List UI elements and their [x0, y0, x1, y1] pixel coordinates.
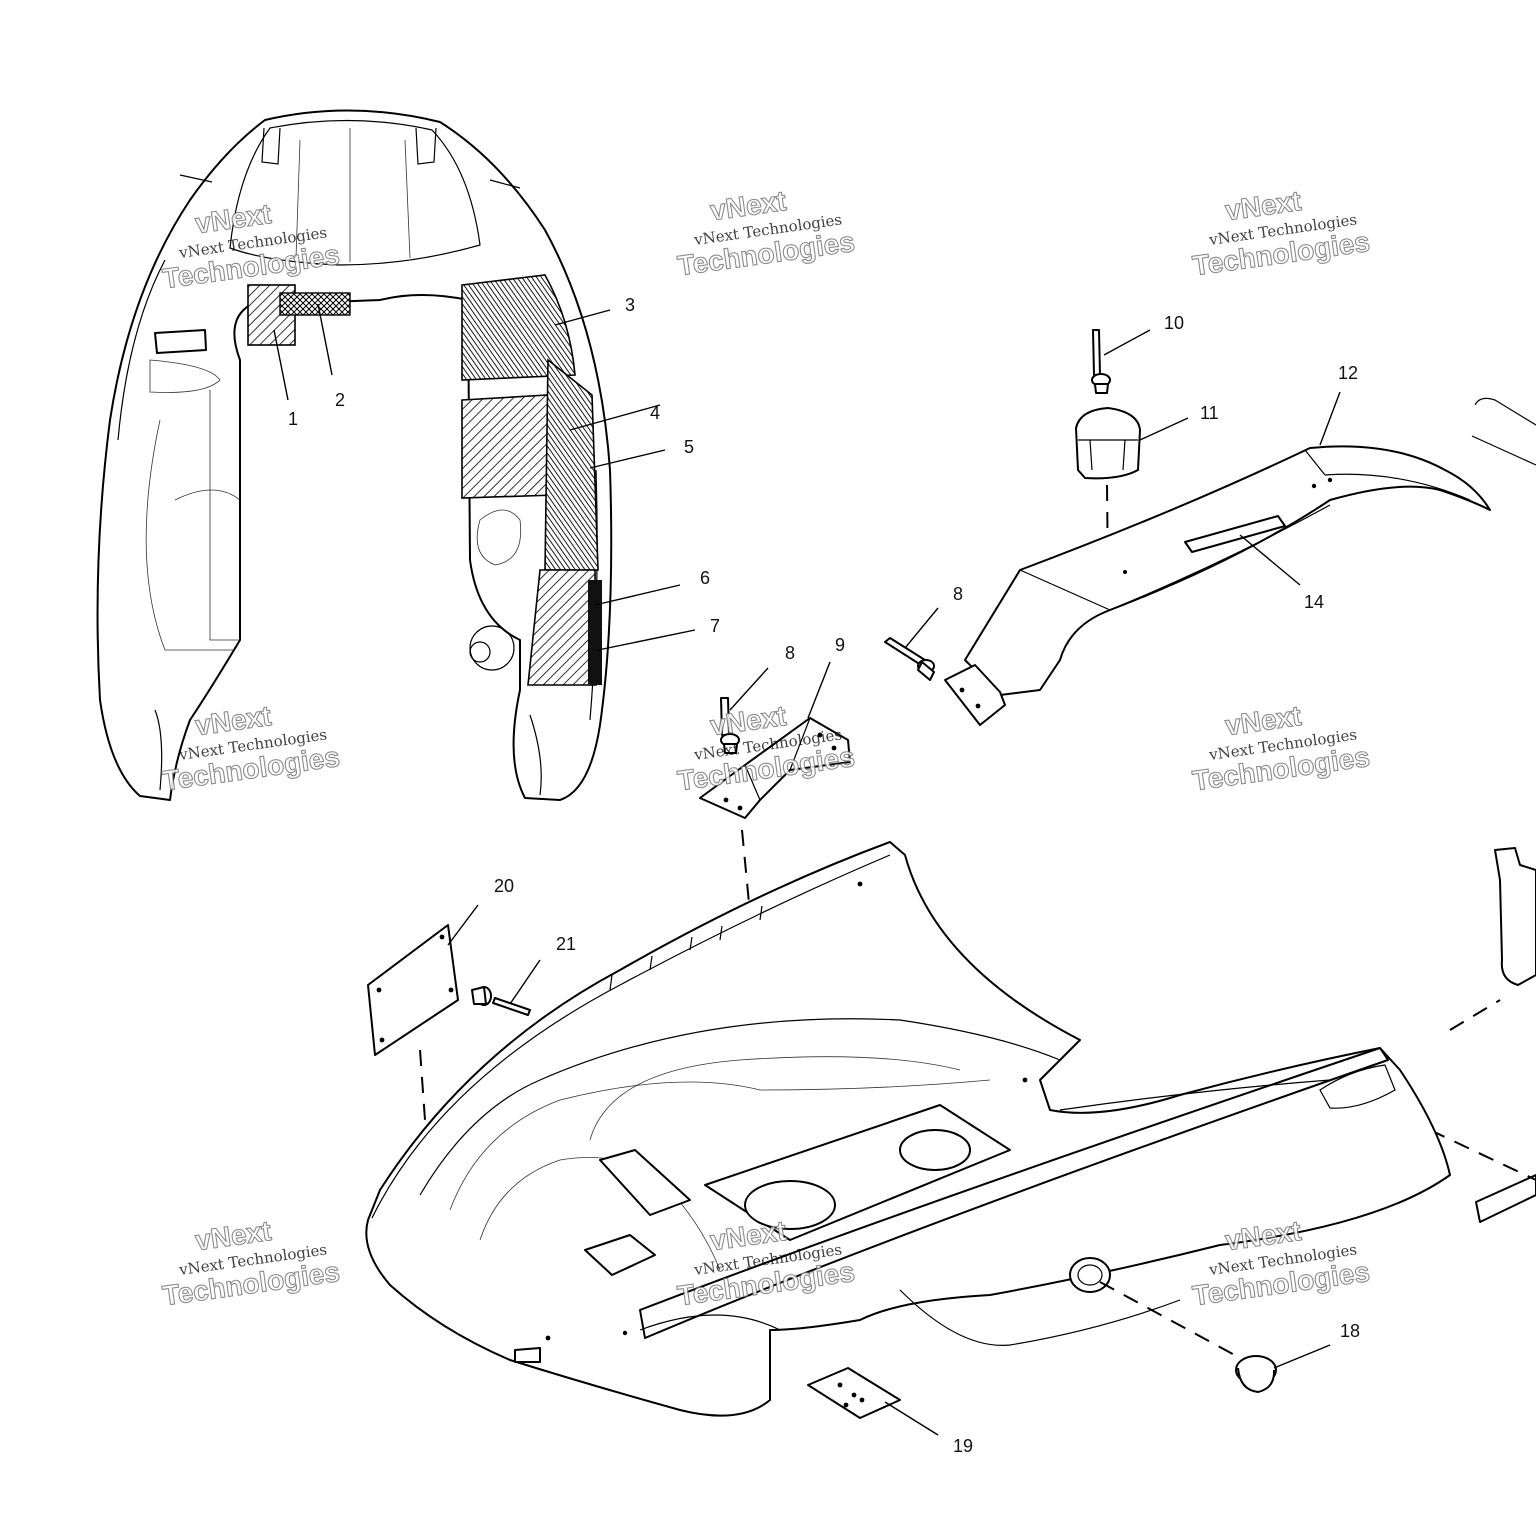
- rivet-10: [1091, 329, 1111, 394]
- cap-18: [1235, 1355, 1277, 1393]
- foam-pad-6: [527, 569, 597, 686]
- bracket-12: [944, 445, 1491, 726]
- callout-11: 11: [1200, 403, 1219, 423]
- watermark-mid-right: vNext vNext Technologies Technologies: [1190, 700, 1372, 797]
- watermark-line2: vNext: [1223, 185, 1303, 226]
- callout-6: 6: [700, 568, 710, 588]
- foam-pad-5: [544, 358, 599, 571]
- callout-numbers: 1 2 3 4 5 6 7 8 8 9 10 11 12 14 18 19 20…: [288, 295, 1360, 1456]
- callout-2: 2: [335, 390, 345, 410]
- partial-latch-right: [1449, 847, 1536, 1031]
- hood-underside-view: [96, 109, 613, 801]
- partial-strip-right: [1429, 1129, 1536, 1223]
- rivet-8-right: [884, 637, 935, 681]
- callout-4: 4: [650, 403, 660, 423]
- watermark-mid-center: vNext vNext Technologies Technologies: [675, 700, 857, 797]
- callout-8-right: 8: [953, 584, 963, 604]
- plate-20: [367, 924, 459, 1056]
- label-14: [1184, 515, 1286, 553]
- callout-1: 1: [288, 409, 298, 429]
- callout-12: 12: [1338, 363, 1358, 383]
- foam-pad-2: [279, 292, 351, 316]
- callout-10: 10: [1164, 313, 1184, 333]
- callout-9: 9: [835, 635, 845, 655]
- foam-pad-3: [461, 274, 576, 381]
- callout-18: 18: [1340, 1321, 1360, 1341]
- clip-11: [1075, 407, 1141, 480]
- watermark-top-center: vNext vNext Technologies Technologies: [675, 185, 857, 282]
- callout-8-left: 8: [785, 643, 795, 663]
- callout-14: 14: [1304, 592, 1324, 612]
- foam-pad-4: [461, 394, 556, 499]
- hood-main-assembly: [365, 841, 1451, 1417]
- watermark-top-right: vNext vNext Technologies Technologies: [1190, 185, 1372, 282]
- callout-7: 7: [710, 616, 720, 636]
- callout-3: 3: [625, 295, 635, 315]
- rivet-8-left: [720, 697, 740, 754]
- rivet-21: [471, 986, 531, 1016]
- callout-19: 19: [953, 1436, 973, 1456]
- watermark-bottom-left: vNext vNext Technologies Technologies: [160, 1215, 342, 1312]
- callout-5: 5: [684, 437, 694, 457]
- foam-pad-7: [588, 580, 602, 685]
- callout-21: 21: [556, 934, 576, 954]
- bracket-9: [699, 717, 851, 819]
- partial-rod-right: [1471, 397, 1536, 466]
- plate-19: [807, 1367, 901, 1419]
- leader-lines: [273, 303, 1341, 1436]
- callout-20: 20: [494, 876, 514, 896]
